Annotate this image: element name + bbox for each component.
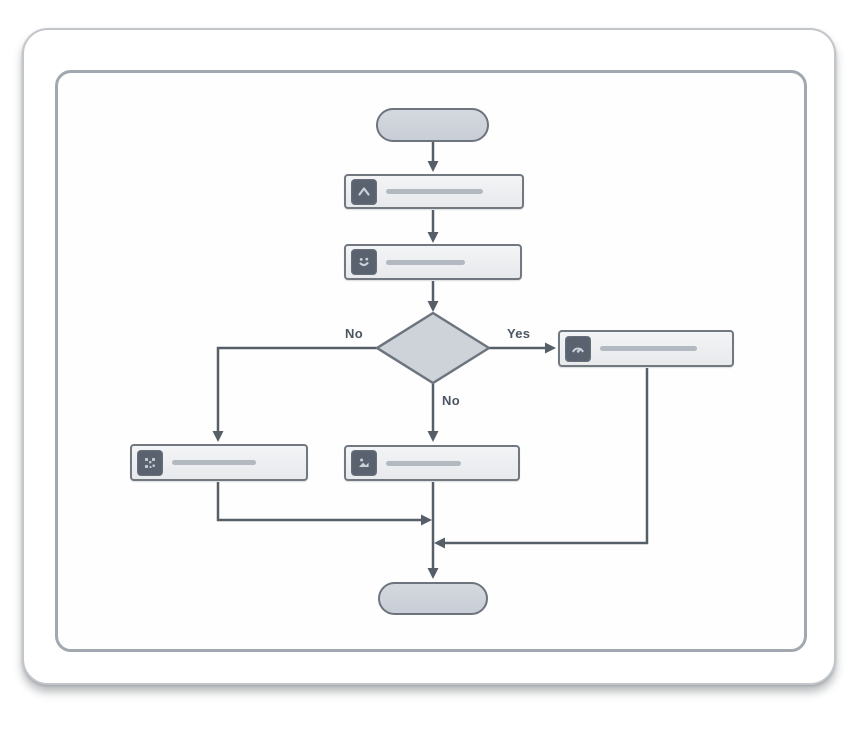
face-icon [351,249,377,275]
edge-label-yes-right: Yes [507,326,531,341]
redacted-text-bar [386,460,461,466]
start-terminator [376,108,489,142]
process-step-left [130,444,308,481]
edge-label-no-left: No [345,326,363,341]
process-step-1 [344,174,524,209]
gauge-icon [565,335,591,362]
redacted-text-bar [386,259,465,265]
qr-code-icon [137,449,163,476]
end-terminator [378,582,488,615]
process-step-right [558,330,734,367]
edge-label-no-bottom: No [442,393,460,408]
image-icon [351,450,377,476]
process-step-2 [344,244,522,280]
process-step-center [344,445,520,481]
redacted-text-bar [172,460,256,465]
chevron-up-icon [351,178,377,205]
redacted-text-bar [600,346,697,351]
redacted-text-bar [386,189,483,194]
